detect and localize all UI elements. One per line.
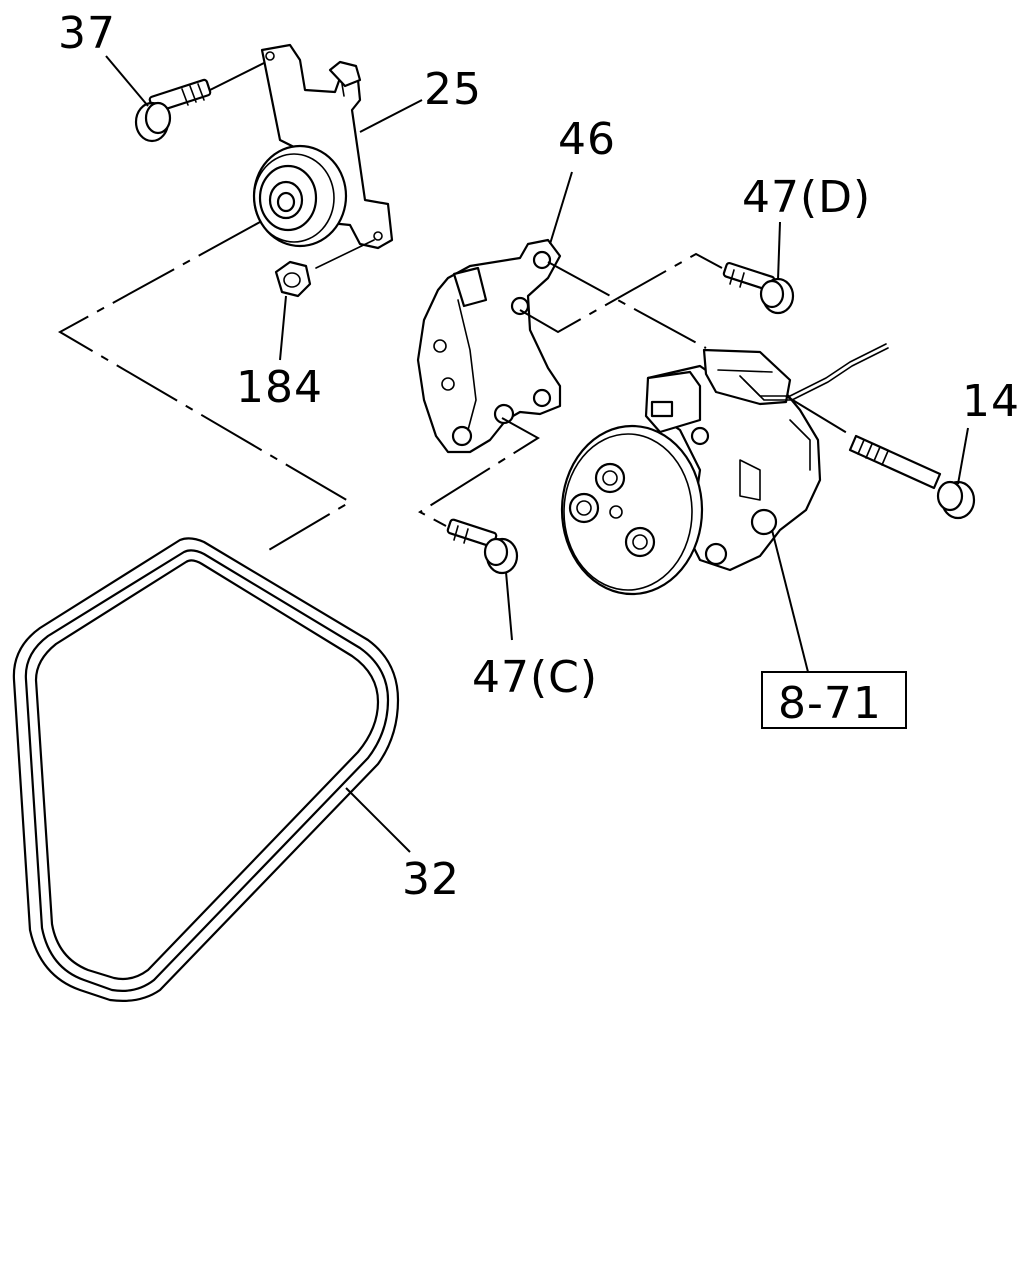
drive-belt-32 bbox=[12, 537, 400, 1002]
label-37: 37 bbox=[58, 8, 116, 59]
label-32: 32 bbox=[402, 854, 460, 905]
bolt-14 bbox=[848, 434, 976, 520]
nut-184 bbox=[274, 260, 312, 298]
reference-box bbox=[761, 671, 907, 729]
label-8-71: 8-71 bbox=[778, 678, 882, 729]
label-46: 46 bbox=[558, 114, 616, 165]
idler-bracket-25 bbox=[260, 43, 394, 250]
ac-compressor bbox=[560, 343, 889, 596]
label-47c: 47(C) bbox=[472, 652, 598, 703]
dash-37-to-bracket bbox=[209, 59, 271, 91]
label-47d: 47(D) bbox=[742, 172, 871, 223]
line-184-to-bracket bbox=[315, 239, 375, 269]
idler-pulley bbox=[252, 144, 348, 248]
label-184: 184 bbox=[236, 362, 323, 413]
assembly-lines bbox=[57, 221, 853, 555]
bolt-47d bbox=[722, 261, 795, 315]
label-25: 25 bbox=[424, 64, 482, 115]
compressor-bracket-46 bbox=[416, 238, 562, 454]
bolt-37 bbox=[134, 78, 212, 143]
leader-lines bbox=[105, 55, 969, 853]
label-14: 14 bbox=[962, 376, 1020, 427]
bolt-47c bbox=[446, 518, 519, 575]
